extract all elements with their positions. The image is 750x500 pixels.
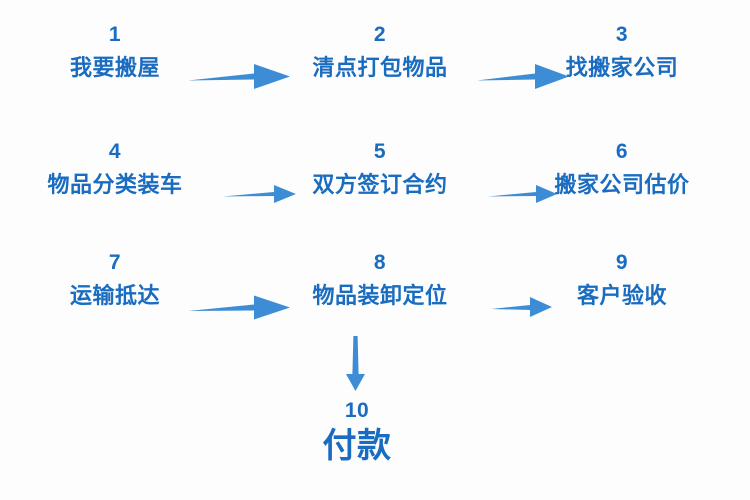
step-label-2: 清点打包物品	[312, 55, 448, 80]
step-number-3: 3	[615, 23, 629, 46]
flow-node-7[interactable]: 7 运输抵达	[5, 252, 225, 308]
step-number-6: 6	[615, 140, 629, 163]
step-label-8: 物品装卸定位	[312, 283, 448, 308]
arrow-8-to-10-down	[343, 336, 369, 392]
flow-node-1[interactable]: 1 我要搬屋	[5, 24, 225, 80]
step-label-1: 我要搬屋	[69, 55, 160, 80]
step-number-8: 8	[373, 251, 387, 274]
flow-node-9[interactable]: 9 客户验收	[512, 252, 732, 308]
step-number-4: 4	[108, 140, 122, 163]
flow-node-8[interactable]: 8 物品装卸定位	[270, 252, 490, 308]
step-number-2: 2	[373, 23, 387, 46]
flow-node-3[interactable]: 3 找搬家公司	[512, 24, 732, 80]
step-label-4: 物品分类装车	[47, 172, 183, 197]
step-number-5: 5	[373, 140, 387, 163]
step-number-10: 10	[344, 399, 370, 422]
flow-node-10[interactable]: 10 付款	[247, 400, 467, 466]
step-number-7: 7	[108, 251, 122, 274]
step-number-1: 1	[108, 23, 122, 46]
flow-node-4[interactable]: 4 物品分类装车	[5, 141, 225, 197]
flow-node-5[interactable]: 5 双方签订合约	[270, 141, 490, 197]
step-label-5: 双方签订合约	[312, 172, 448, 197]
step-label-6: 搬家公司估价	[554, 172, 690, 197]
flow-node-2[interactable]: 2 清点打包物品	[270, 24, 490, 80]
step-label-3: 找搬家公司	[565, 55, 679, 80]
step-label-10: 付款	[322, 427, 392, 465]
flow-node-6[interactable]: 6 搬家公司估价	[512, 141, 732, 197]
step-label-7: 运输抵达	[69, 283, 160, 308]
step-label-9: 客户验收	[576, 283, 667, 308]
step-number-9: 9	[615, 251, 629, 274]
